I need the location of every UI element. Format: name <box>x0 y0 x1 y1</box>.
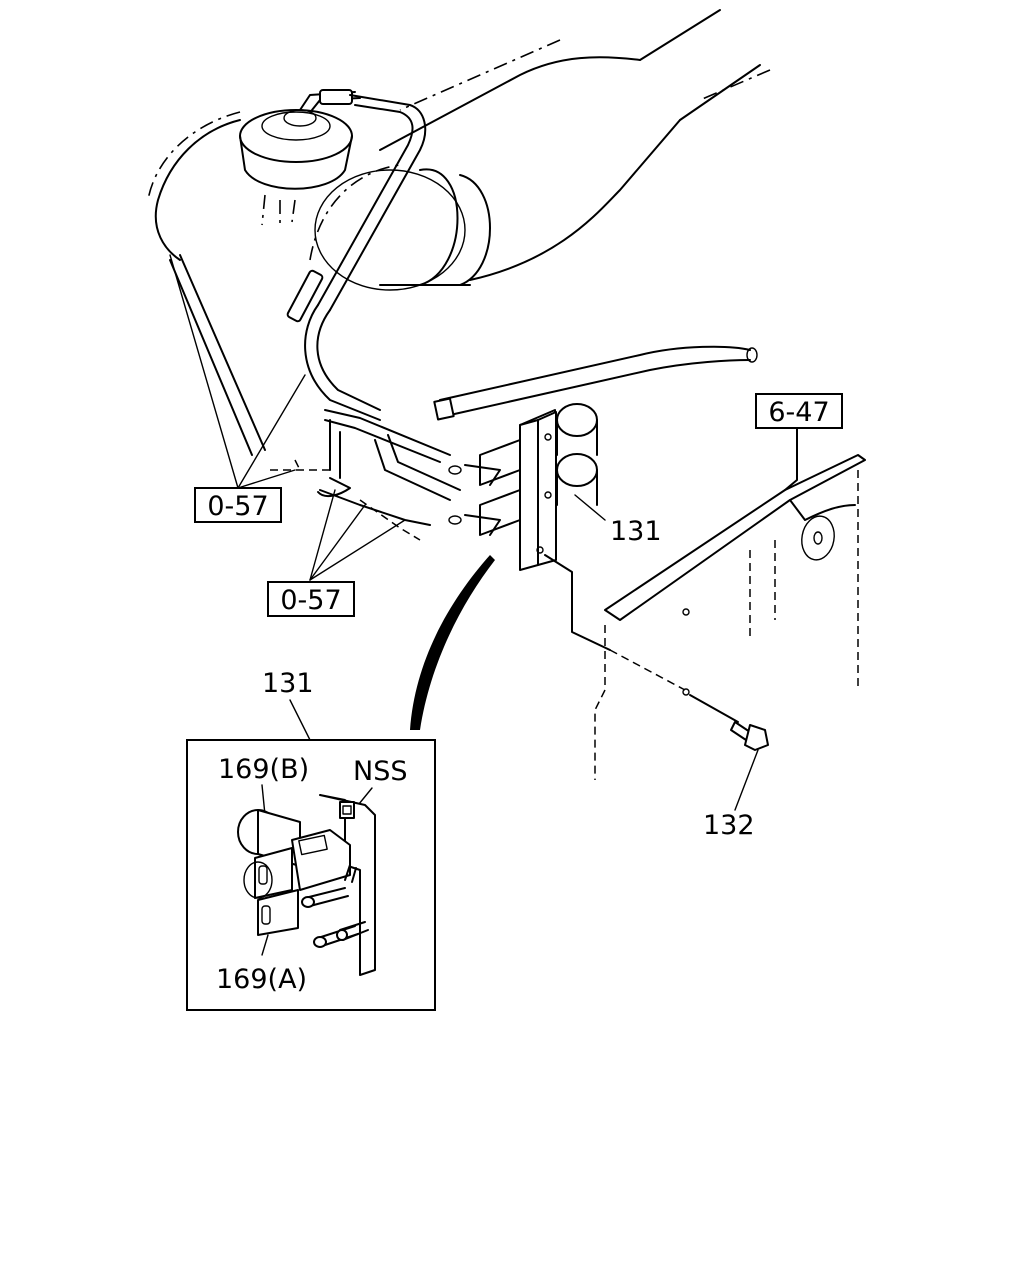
canister-assembly <box>309 9 771 291</box>
callout-ref-right: 6-47 <box>755 393 843 429</box>
detail-label-169b: 169(B) <box>218 754 309 785</box>
callout-ref-top-left: 0-57 <box>194 487 282 523</box>
solenoid-valve-assembly <box>448 403 606 571</box>
callout-ref-bottom-left: 0-57 <box>267 581 355 617</box>
bolt-132 <box>689 694 769 811</box>
vacuum-chamber <box>239 89 361 226</box>
leader-lines <box>169 254 406 581</box>
detail-inset: 131 169(B) NSS 169(A) <box>186 668 436 1011</box>
part-label-131: 131 <box>610 516 662 547</box>
mounting-panel <box>544 424 866 780</box>
svg-text:6-47: 6-47 <box>768 397 829 428</box>
detail-title: 131 <box>262 668 314 699</box>
detail-pointer <box>410 555 495 730</box>
hose-lines <box>147 94 758 541</box>
detail-label-nss: NSS <box>353 756 407 787</box>
svg-text:0-57: 0-57 <box>207 491 268 522</box>
part-label-132: 132 <box>703 810 755 841</box>
detail-label-169a: 169(A) <box>216 964 307 995</box>
svg-text:0-57: 0-57 <box>280 585 341 616</box>
